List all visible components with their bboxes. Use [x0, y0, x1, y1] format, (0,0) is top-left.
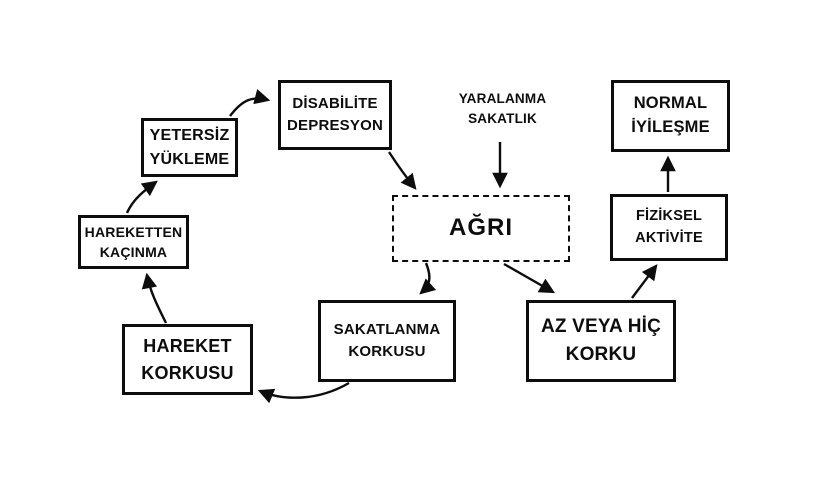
edge-sakatlanma-to-hareket [257, 381, 350, 404]
node-fiziksel-aktivite: FİZİKSEL AKTİVİTE [610, 194, 728, 261]
node-yetersiz-yukleme: YETERSİZ YÜKLEME [141, 118, 238, 177]
node-normal-iyilesme: NORMAL İYİLEŞME [611, 80, 730, 152]
node-disabilite-depresyon: DİSABİLİTE DEPRESYON [278, 80, 392, 150]
node-yaralanma-sakatlik: YARALANMA SAKATLIK [458, 91, 547, 126]
node-agri: AĞRI [392, 195, 570, 262]
edge-agri-to-azveya [503, 262, 556, 294]
node-az-veya-hic-korku: AZ VEYA HİÇ KORKU [526, 300, 676, 382]
edge-hareketten-to-yetersiz [125, 180, 158, 214]
edge-hareket-to-hareketten [141, 272, 168, 324]
node-sakatlanma-korkusu: SAKATLANMA KORKUSU [318, 300, 456, 382]
edge-yetersiz-to-disabilite [229, 89, 271, 117]
node-hareketten-kacinma: HAREKETTEN KAÇINMA [78, 215, 189, 269]
edge-azveya-to-fiziksel [631, 264, 658, 299]
edge-disabilite-to-agri [387, 151, 417, 190]
edge-agri-to-sakatlanma [419, 262, 437, 295]
node-hareket-korkusu: HAREKET KORKUSU [122, 324, 253, 395]
